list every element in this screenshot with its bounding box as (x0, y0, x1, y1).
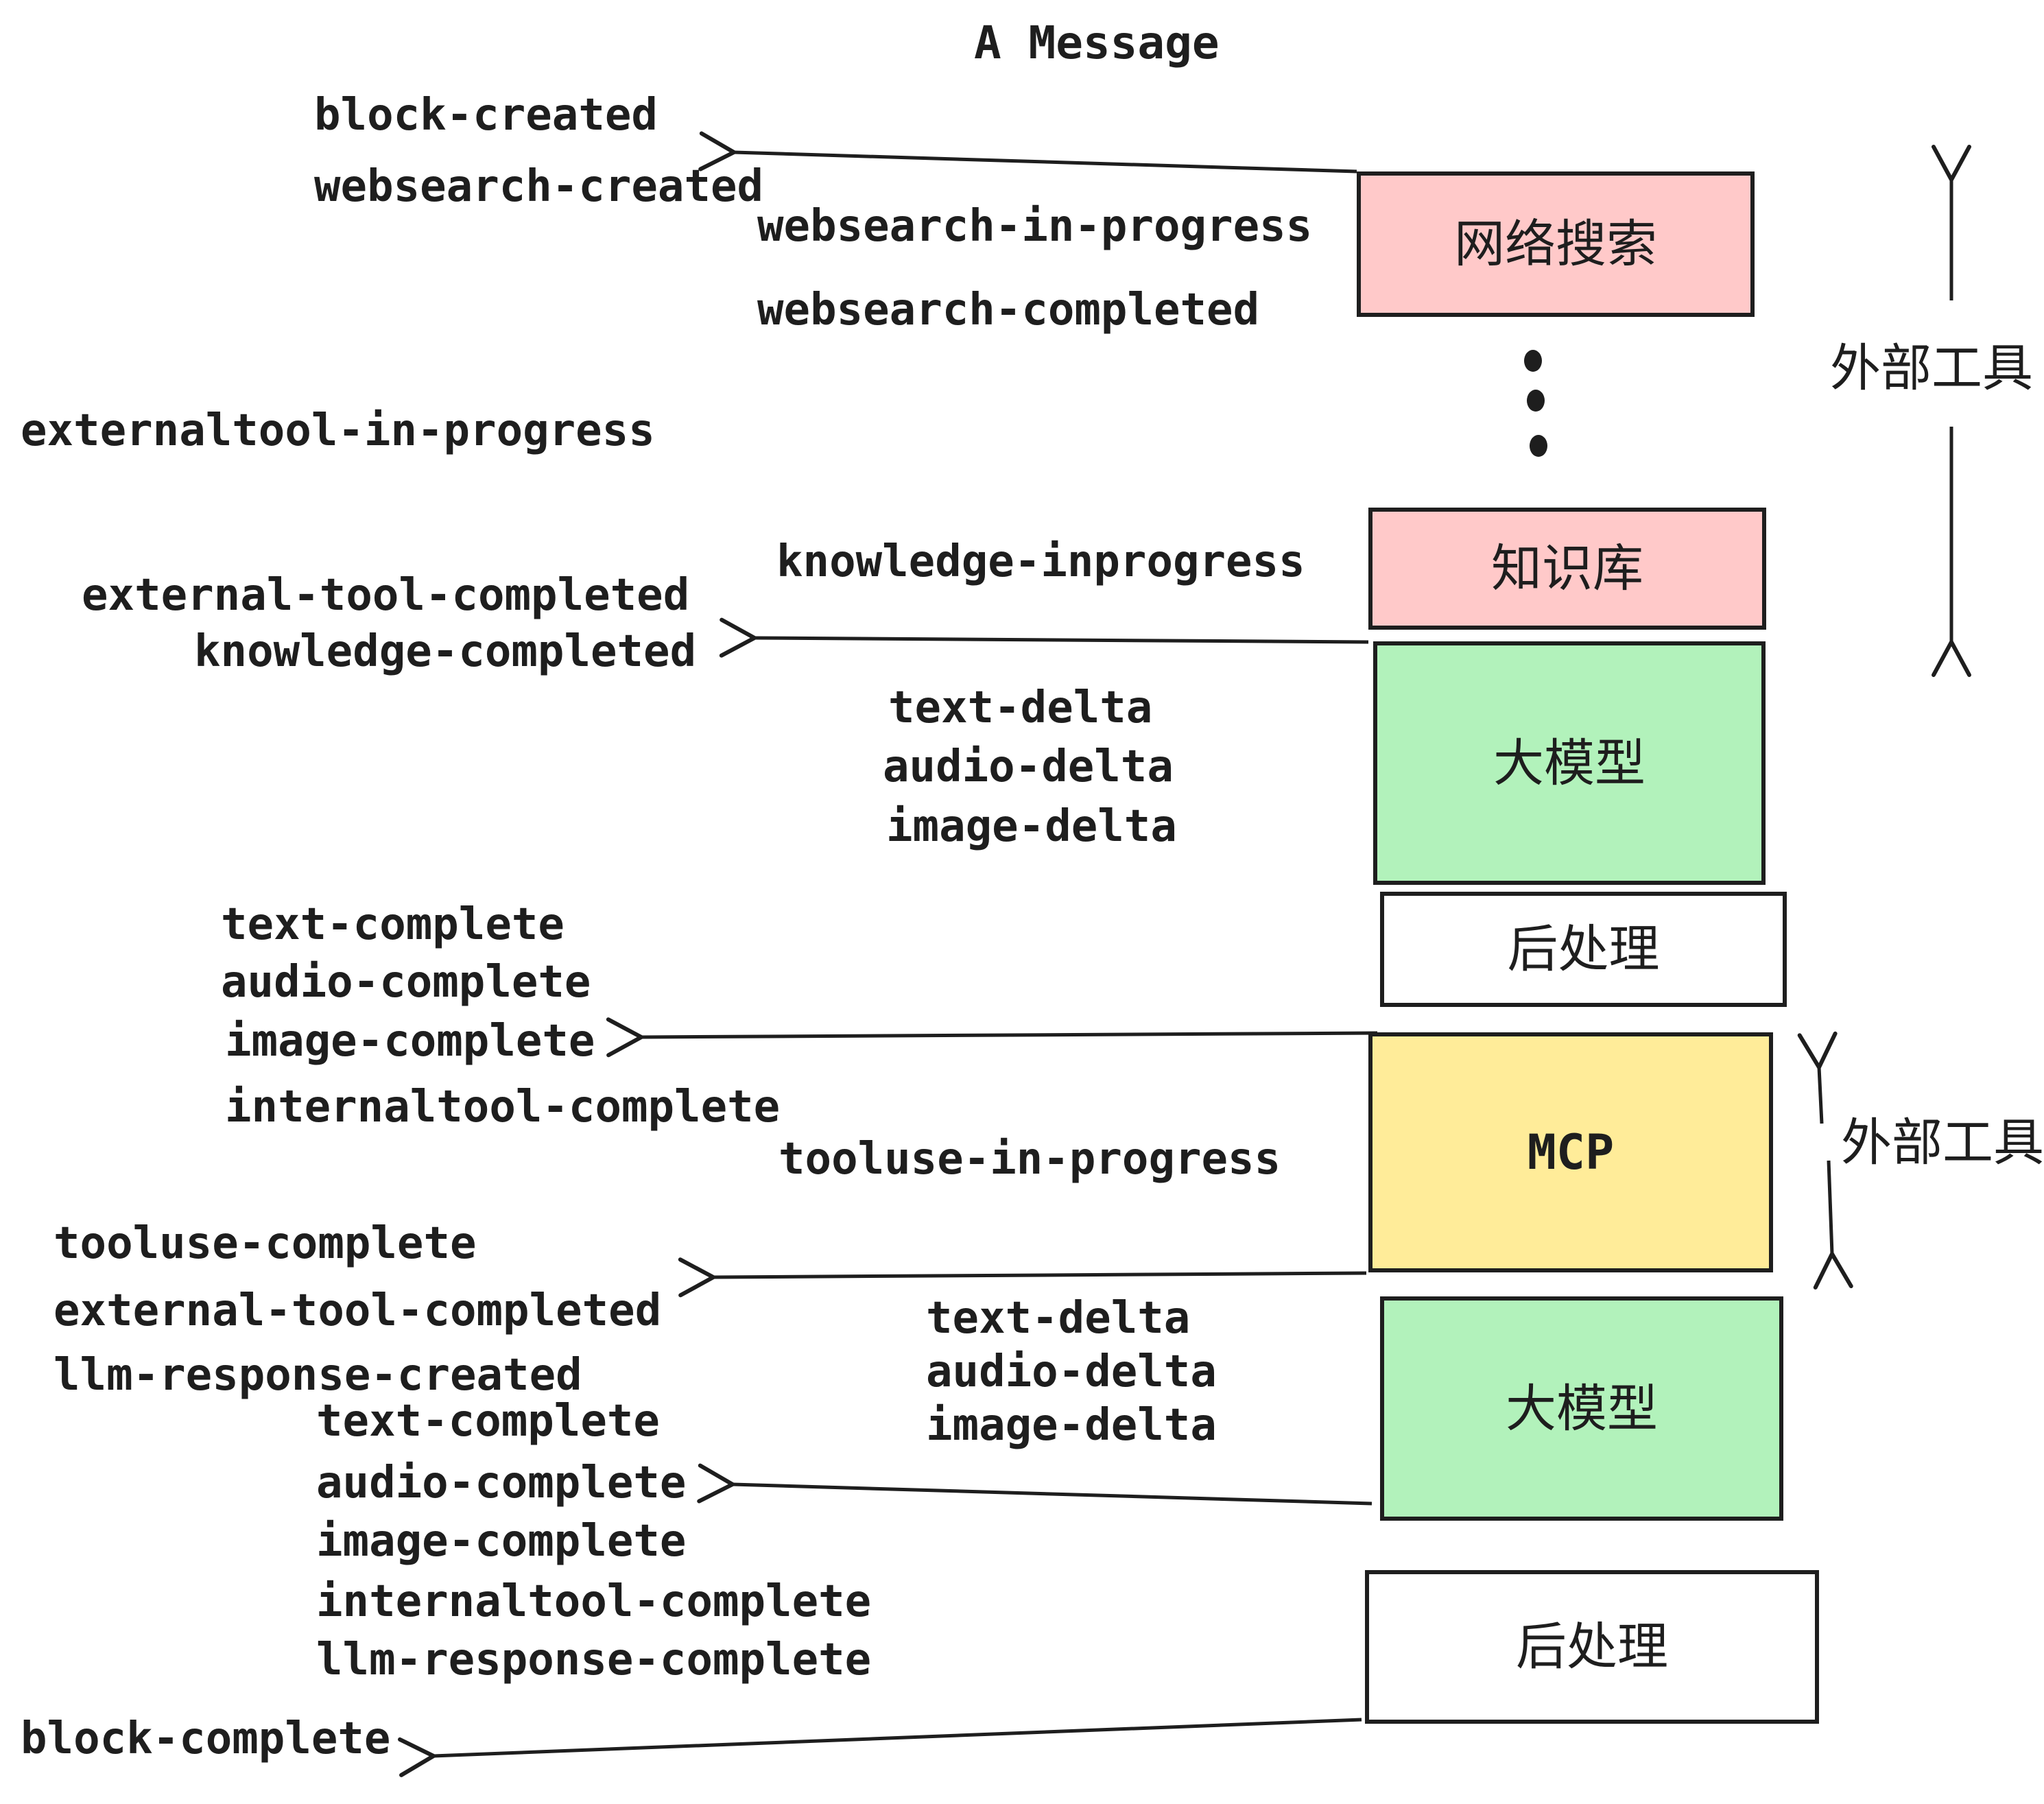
node-llm-2-label: 大模型 (1506, 1379, 1658, 1438)
event-websearch-created: websearch-created (314, 161, 764, 212)
event-internaltool-complete-1: internaltool-complete (225, 1082, 781, 1132)
event-image-complete-1: image-complete (225, 1016, 595, 1067)
node-postprocess-1-label: 后处理 (1507, 920, 1660, 979)
event-block-created: block-created (314, 90, 658, 141)
external-tools-label-top: 外部工具 (1830, 339, 2033, 398)
event-knowledge-inprogress: knowledge-inprogress (776, 536, 1305, 587)
arrow-postprocess2-to-block-complete (398, 1718, 1362, 1777)
event-audio-complete-1: audio-complete (221, 957, 591, 1008)
arrow-knowledge-to-knowledge-completed (719, 617, 1369, 658)
event-text-complete-1: text-complete (221, 899, 565, 950)
node-postprocess-2-label: 后处理 (1516, 1617, 1668, 1676)
node-websearch-label: 网络搜索 (1454, 215, 1657, 274)
event-external-tool-completed-2: external-tool-completed (54, 1285, 662, 1336)
event-image-delta-1: image-delta (886, 801, 1177, 852)
node-mcp-label: MCP (1527, 1124, 1615, 1180)
event-text-delta-1: text-delta (888, 683, 1153, 733)
event-llm-response-complete: llm-response-complete (316, 1635, 872, 1685)
event-knowledge-completed: knowledge-completed (194, 626, 697, 677)
event-image-complete-2: image-complete (316, 1516, 687, 1567)
arrow-postprocess1-to-image-complete (606, 1017, 1378, 1058)
node-postprocess-1: 后处理 (1380, 892, 1787, 1007)
node-mcp: MCP (1368, 1032, 1773, 1272)
node-llm-1-label: 大模型 (1493, 733, 1645, 793)
node-knowledge-label: 知识库 (1491, 539, 1643, 598)
node-llm-1: 大模型 (1373, 641, 1766, 885)
event-tooluse-complete: tooluse-complete (54, 1218, 477, 1269)
external-tools-label-mcp: 外部工具 (1841, 1113, 2044, 1172)
ellipsis-dots (1524, 350, 1547, 457)
diagram-title: A Message (974, 16, 1220, 69)
mcp-external-tools-arrow-up (1797, 1031, 1838, 1124)
event-audio-delta-1: audio-delta (883, 741, 1174, 792)
node-postprocess-2: 后处理 (1365, 1570, 1819, 1724)
event-external-tool-completed-1: external-tool-completed (82, 570, 690, 621)
event-websearch-completed: websearch-completed (757, 285, 1260, 335)
arrow-llm2-to-audio-complete (697, 1463, 1372, 1506)
node-websearch: 网络搜索 (1357, 171, 1755, 317)
event-websearch-in-progress: websearch-in-progress (757, 201, 1313, 252)
event-block-complete: block-complete (21, 1713, 391, 1764)
arrow-websearch-to-block-created (698, 131, 1357, 174)
event-internaltool-complete-2: internaltool-complete (316, 1576, 872, 1627)
event-audio-complete-2: audio-complete (316, 1458, 687, 1508)
event-text-complete-2: text-complete (316, 1396, 660, 1447)
node-knowledge: 知识库 (1368, 508, 1766, 630)
arrow-mcp-to-tooluse-complete (678, 1257, 1367, 1298)
event-llm-response-created: llm-response-created (54, 1350, 582, 1401)
event-externaltool-in-progress: externaltool-in-progress (21, 405, 655, 456)
node-llm-2: 大模型 (1380, 1296, 1783, 1521)
event-audio-delta-2: audio-delta (926, 1346, 1217, 1397)
mcp-external-tools-arrow-down (1813, 1160, 1853, 1290)
event-image-delta-2: image-delta (926, 1400, 1217, 1451)
event-text-delta-2: text-delta (926, 1293, 1191, 1344)
event-tooluse-in-progress: tooluse-in-progress (779, 1134, 1281, 1185)
